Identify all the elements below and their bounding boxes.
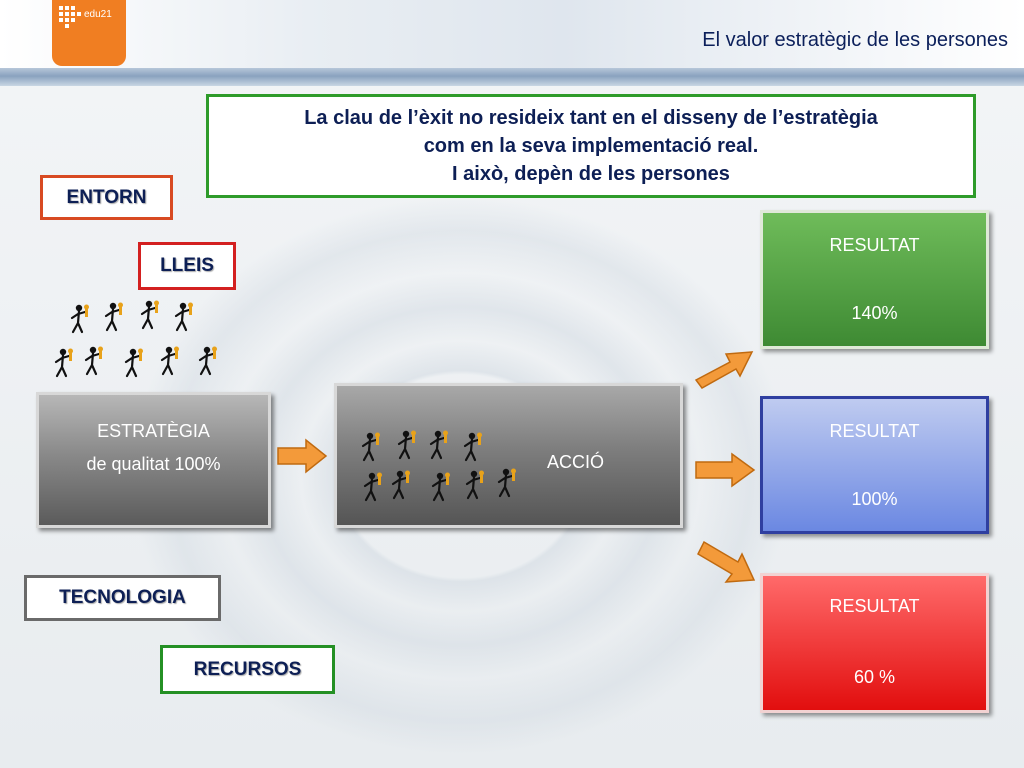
action-label: ACCIÓ bbox=[547, 452, 605, 472]
arrow-right-icon bbox=[695, 452, 756, 488]
logo-text: edu21 bbox=[84, 9, 112, 20]
action-box: ACCIÓ bbox=[334, 383, 683, 528]
tag-tecnologia: TECNOLOGIA bbox=[24, 575, 221, 621]
strategy-box: ESTRATÈGIA de qualitat 100% bbox=[36, 392, 271, 528]
arrow-down-right-icon bbox=[697, 540, 756, 583]
result-value: 60 % bbox=[853, 667, 896, 687]
people-with-keys-icon bbox=[361, 429, 518, 502]
tag-lleis: LLEIS bbox=[138, 242, 236, 290]
result-value: 140% bbox=[851, 303, 898, 323]
result-box-high: RESULTAT 140% bbox=[760, 210, 989, 349]
result-box-low: RESULTAT 60 % bbox=[760, 573, 989, 713]
header-band bbox=[0, 0, 1024, 68]
page-title: El valor estratègic de les persones bbox=[702, 29, 1008, 51]
people-with-keys-icon bbox=[54, 299, 219, 378]
result-label: RESULTAT bbox=[829, 235, 920, 255]
quote-line-1: La clau de l’èxit no resideix tant en el… bbox=[304, 107, 878, 129]
arrow-right-icon bbox=[277, 438, 328, 474]
header-divider bbox=[0, 68, 1024, 86]
result-box-normal: RESULTAT 100% bbox=[760, 396, 989, 534]
strategy-line-2: de qualitat 100% bbox=[86, 454, 221, 474]
tag-recursos: RECURSOS bbox=[160, 645, 335, 694]
logo-grid-icon bbox=[59, 6, 81, 28]
result-value: 100% bbox=[851, 489, 898, 509]
result-label: RESULTAT bbox=[829, 596, 920, 616]
strategy-line-1: ESTRATÈGIA bbox=[97, 421, 210, 441]
tag-entorn: ENTORN bbox=[40, 175, 173, 220]
result-label: RESULTAT bbox=[829, 421, 920, 441]
quote-line-2: com en la seva implementació real. bbox=[423, 135, 759, 157]
quote-line-3: I això, depèn de les persones bbox=[452, 163, 730, 185]
edu21-logo: edu21 bbox=[52, 0, 126, 66]
key-quote-box: La clau de l’èxit no resideix tant en el… bbox=[206, 94, 976, 198]
arrow-up-right-icon bbox=[694, 351, 754, 389]
